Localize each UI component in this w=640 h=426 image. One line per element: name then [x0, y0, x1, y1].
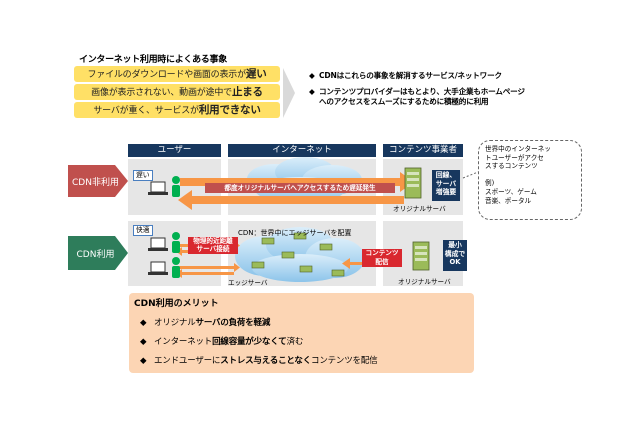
origin-server-icon-noncdn: [404, 167, 422, 199]
minimal-line: 最小: [448, 241, 462, 249]
minimal-line: 構成で: [444, 249, 466, 258]
edge-server-label: エッジサーバ: [228, 279, 268, 287]
merit-emphasis: ストレス与えることなく: [220, 356, 312, 366]
near-server-line: 物理的近距離: [193, 237, 233, 245]
arrow-from-origin: [178, 190, 404, 210]
target-content-callout: 世界中のインターネッ トユーザーがアクセ スするコンテンツ 例) スポーツ、ゲー…: [478, 140, 582, 220]
diamond-icon: ◆: [140, 337, 147, 347]
header-internet: インターネット: [228, 144, 376, 157]
callout-line: 例): [485, 179, 495, 188]
merit-text: インターネット: [154, 337, 213, 347]
problems-title: インターネット利用時によくある事象: [79, 55, 227, 65]
merit-text: コンテンツを配信: [311, 356, 378, 366]
problem-text: 画像が表示されない、動画が途中で: [91, 88, 232, 98]
merit-text: 済む: [286, 337, 304, 347]
callout-line: スポーツ、ゲーム: [485, 187, 537, 196]
problem-emphasis: 止まる: [231, 86, 263, 98]
row-label-noncdn-shape: [68, 165, 128, 197]
near-server-line: サーバ接続: [196, 245, 230, 253]
diamond-icon: ◆: [309, 87, 315, 96]
upgrade-required-box: 回線、 サーバ 増強要: [432, 170, 460, 201]
header-provider: コンテンツ事業者: [383, 144, 463, 157]
fast-tag: 快適: [133, 225, 153, 236]
edge-server-icons: [251, 232, 345, 277]
problems-arrow-icon: [283, 68, 295, 118]
callout-line: 世界中のインターネッ: [485, 145, 551, 153]
row-label-cdn: CDN利用: [76, 250, 115, 260]
delivery-line: コンテンツ: [365, 249, 399, 257]
minimal-config-box: 最小 構成で OK: [443, 240, 467, 271]
problem-emphasis: 遅い: [245, 68, 267, 80]
problem-text: ファイルのダウンロードや画面の表示が: [87, 70, 246, 80]
laptop-icon-noncdn: [148, 181, 168, 195]
bullet-text: へのアクセスをスムーズにするために積極的に利用: [319, 97, 489, 106]
user-person-icon-cdn-2: [172, 257, 180, 278]
cdn-bullet-2: ◆ コンテンツプロバイダーはもとより、大手企業もホームページ へのアクセスをスムー…: [309, 87, 525, 107]
origin-server-icon-cdn: [412, 241, 430, 271]
row-label-cdn-shape: [68, 236, 128, 270]
bullet-text: CDNはこれらの事象を解消するサービス/ネットワーク: [319, 71, 502, 80]
content-delivery-box: コンテンツ 配信: [362, 249, 402, 267]
upgrade-line: サーバ: [435, 179, 457, 188]
callout-line: トユーザーがアクセ: [485, 153, 544, 162]
problem-slow: ファイルのダウンロードや画面の表示が遅い: [74, 66, 280, 82]
problem-unavailable: サーバが重く、サービスが利用できない: [74, 102, 280, 118]
user-person-icon-noncdn: [172, 176, 180, 197]
merit-item-2: ◆ インターネット回線容量が少なくて済む: [140, 335, 303, 347]
merit-item-1: ◆ オリジナルサーバの負荷を軽減: [140, 316, 270, 328]
callout-line: スするコンテンツ: [485, 162, 538, 171]
laptop-icon-cdn-1: [148, 237, 168, 251]
upgrade-line: 増強要: [435, 188, 457, 196]
header-user: ユーザー: [128, 144, 221, 157]
origin-server-label-noncdn: オリジナルサーバ: [393, 205, 446, 213]
diamond-icon: ◆: [140, 356, 147, 366]
bullet-text: コンテンツプロバイダーはもとより、大手企業もホームページ: [319, 87, 525, 96]
merit-item-3: ◆ エンドユーザーにストレス与えることなくコンテンツを配信: [140, 354, 378, 366]
diamond-icon: ◆: [309, 71, 315, 80]
delay-banner: 都度オリジナルサーバへアクセスするため遅延発生: [205, 183, 395, 193]
merit-panel: [129, 293, 474, 373]
laptop-icon-cdn-2: [148, 261, 168, 275]
row-label-noncdn: CDN非利用: [72, 178, 119, 188]
origin-server-label-cdn: オリジナルサーバ: [398, 278, 451, 286]
upgrade-line: 回線、: [435, 171, 457, 179]
cdn-caption: CDN：世界中にエッジサーバを配置: [238, 229, 352, 237]
user-person-icon-cdn-1: [172, 232, 180, 253]
merit-title: CDN利用のメリット: [134, 299, 219, 309]
merit-text: オリジナル: [154, 318, 196, 328]
near-server-box: 物理的近距離 サーバ接続: [188, 237, 238, 254]
callout-pointer: [462, 171, 479, 179]
problem-stop: 画像が表示されない、動画が途中で止まる: [74, 84, 280, 100]
cdn-bullet-1: ◆ CDNはこれらの事象を解消するサービス/ネットワーク: [309, 71, 502, 81]
slow-tag: 遅い: [133, 170, 153, 181]
merit-emphasis: 回線容量が少なくて: [212, 337, 287, 347]
callout-line: 音楽、ポータル: [485, 196, 532, 205]
delivery-line: 配信: [375, 258, 389, 266]
diamond-icon: ◆: [140, 318, 147, 328]
merit-text: エンドユーザーに: [154, 356, 221, 366]
problem-text: サーバが重く、サービスが: [93, 106, 199, 116]
minimal-line: OK: [449, 258, 461, 266]
merit-emphasis: サーバの負荷を軽減: [195, 318, 271, 328]
problem-emphasis: 利用できない: [198, 104, 261, 116]
